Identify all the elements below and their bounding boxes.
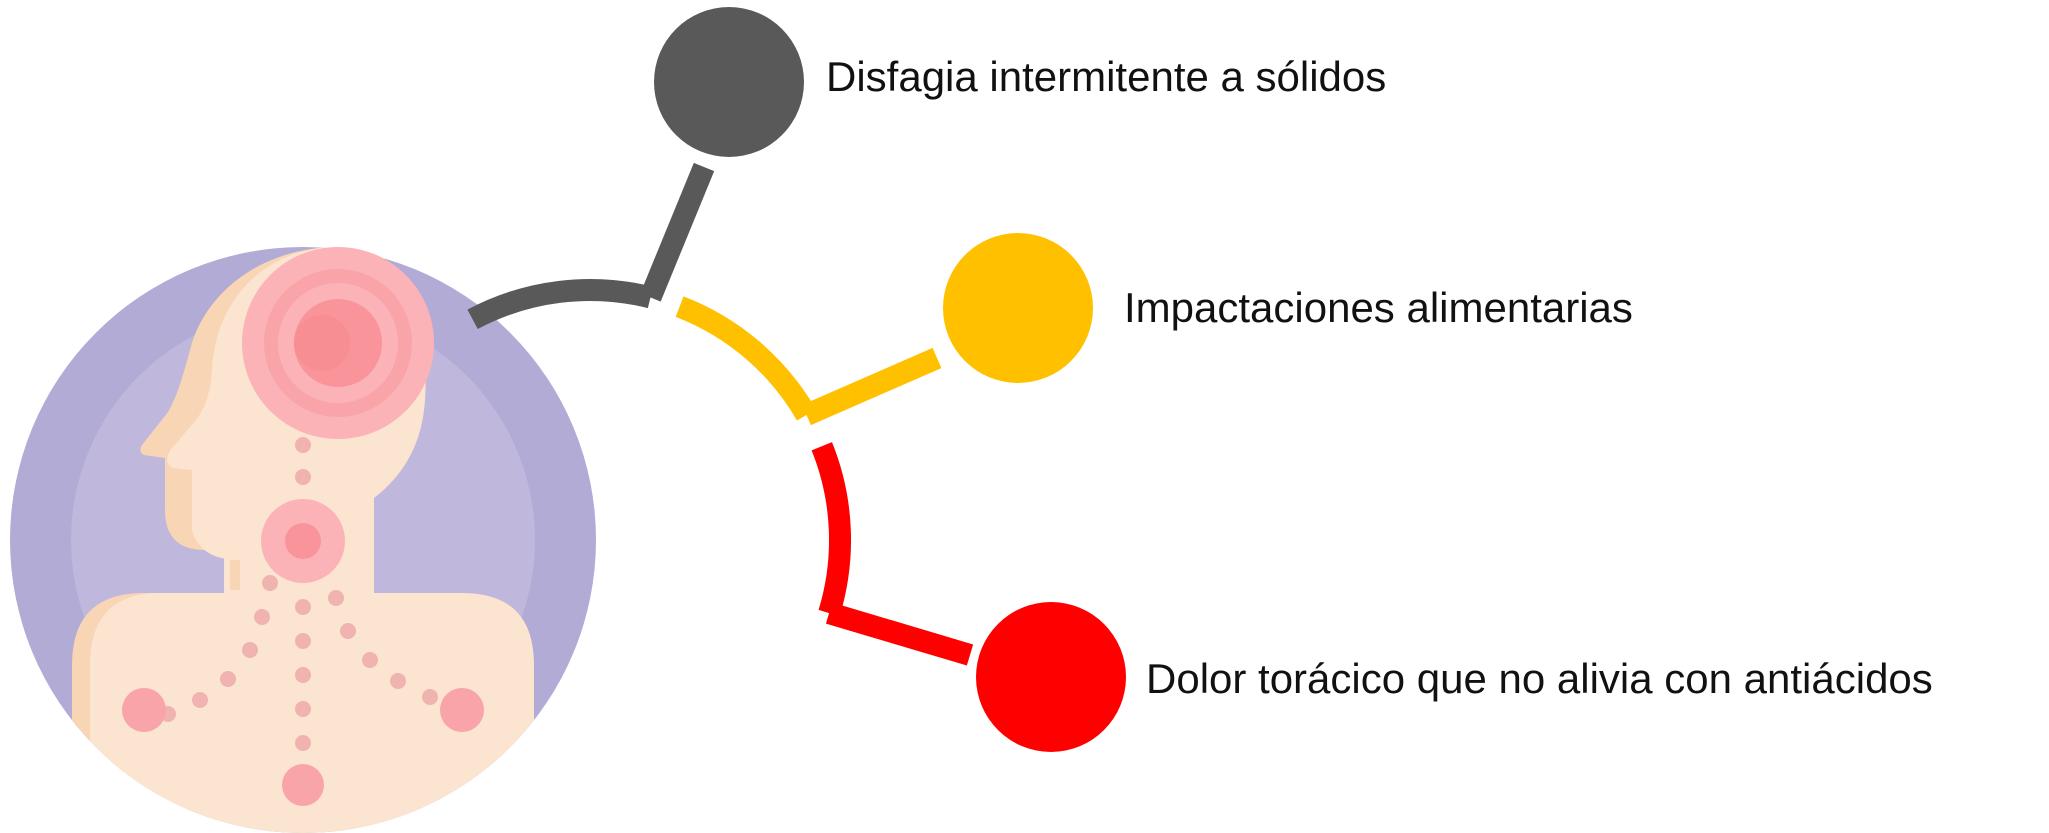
label-food-impaction: Impactaciones alimentarias: [1124, 284, 1633, 331]
connector-food-impaction-elbow: [802, 347, 942, 426]
connector-group: [467, 162, 974, 666]
nerve-dot: [295, 469, 311, 485]
nerve-dot: [220, 671, 236, 687]
nerve-dot: [295, 667, 311, 683]
nerve-dot: [295, 633, 311, 649]
head-neck-chest-pain-icon: [10, 247, 596, 833]
label-dysphagia: Disfagia intermitente a sólidos: [826, 53, 1387, 100]
nerve-dot: [262, 575, 278, 591]
connector-food-impaction-arc: [675, 296, 817, 421]
label-chest-pain: Dolor torácico que no alivia con antiáci…: [1146, 655, 1933, 702]
nerve-dot: [295, 701, 311, 717]
nerve-dot: [362, 652, 378, 668]
bubble-food-impaction: [943, 233, 1093, 383]
connector-chest-pain-elbow: [825, 602, 974, 666]
bubble-dysphagia: [654, 7, 804, 157]
nerve-dot: [242, 642, 258, 658]
nerve-dot: [422, 689, 438, 705]
nerve-dot: [295, 437, 311, 453]
nerve-dot: [192, 692, 208, 708]
bubble-chest-pain: [976, 602, 1126, 752]
nerve-dot: [295, 735, 311, 751]
nerve-dot: [254, 609, 270, 625]
connector-dysphagia-elbow: [640, 162, 715, 302]
nerve-dot: [390, 673, 406, 689]
nerve-dot: [340, 623, 356, 639]
nerve-dot: [328, 590, 344, 606]
connector-dysphagia-arc: [467, 279, 654, 330]
nerve-dot: [295, 599, 311, 615]
connector-chest-pain-arc: [811, 442, 851, 617]
